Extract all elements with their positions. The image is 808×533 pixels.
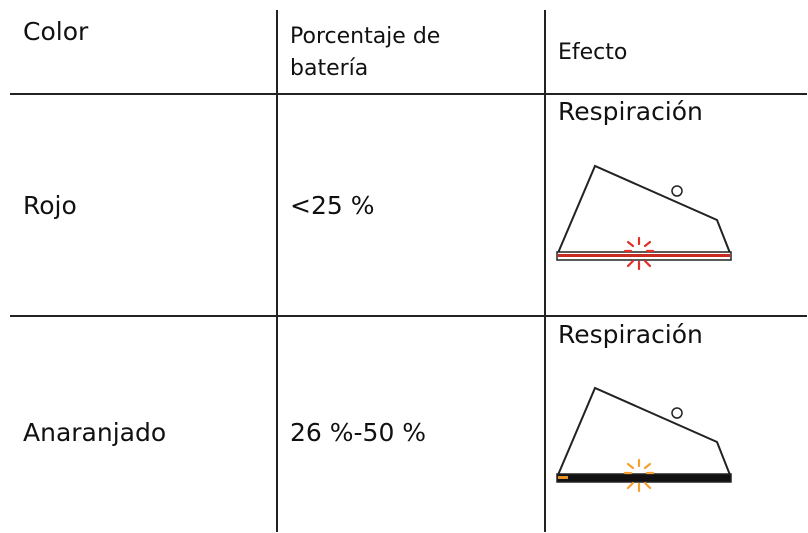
- column-divider-2: [544, 10, 546, 532]
- row-battery: <25 %: [290, 191, 375, 220]
- row-color: Anaranjado: [23, 418, 167, 447]
- row-color: Rojo: [23, 191, 77, 220]
- row-effect: Respiración: [558, 320, 703, 349]
- row-effect: Respiración: [558, 97, 703, 126]
- header-battery-line2: batería: [290, 56, 369, 81]
- laptop-breathing-red-icon: [556, 164, 732, 271]
- laptop-breathing-orange-icon: [556, 386, 732, 493]
- header-divider: [10, 93, 807, 95]
- row-divider: [10, 315, 807, 317]
- header-effect: Efecto: [558, 40, 628, 65]
- header-battery-line1: Porcentaje de: [290, 24, 441, 49]
- header-color: Color: [23, 17, 89, 46]
- row-battery: 26 %-50 %: [290, 418, 427, 447]
- column-divider-1: [276, 10, 278, 532]
